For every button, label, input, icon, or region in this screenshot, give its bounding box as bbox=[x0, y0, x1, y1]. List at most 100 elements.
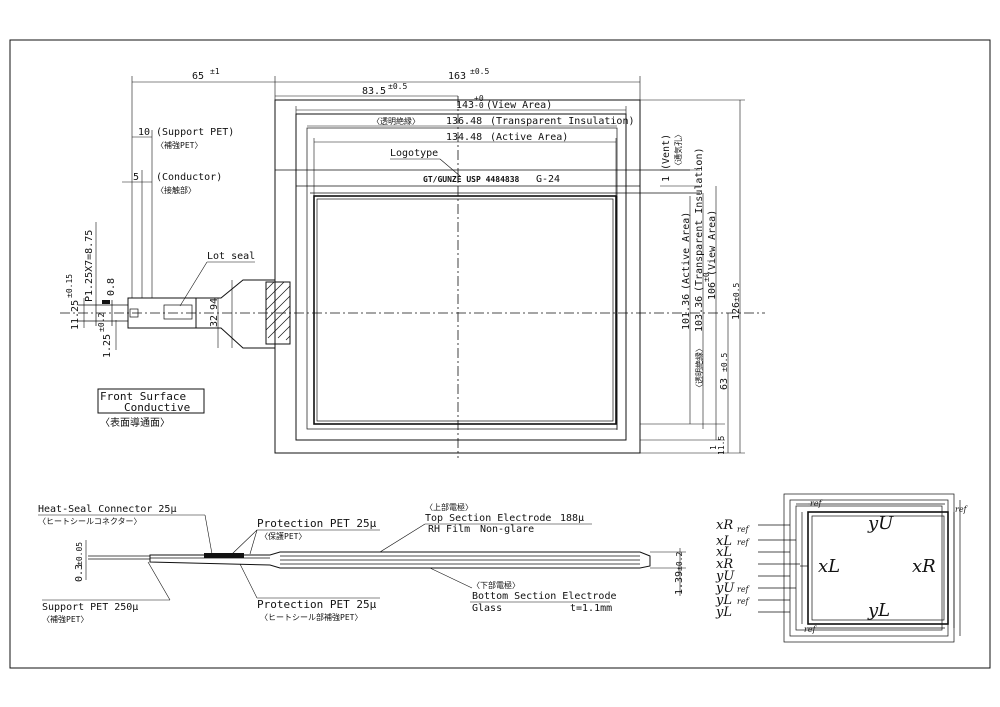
vent-jp: 〈通気孔〉 bbox=[673, 130, 683, 170]
dim-transparent-v-label: (Transparent Insulation) bbox=[694, 148, 705, 293]
dim-10-value: 10 bbox=[138, 127, 150, 138]
pin-2-sub: ref bbox=[737, 538, 751, 547]
top-electrode-jp: 〈上部電極〉 bbox=[425, 502, 473, 512]
fpc-tail bbox=[195, 279, 275, 349]
section-profile bbox=[149, 551, 651, 569]
lot-seal-box bbox=[163, 304, 193, 320]
section-support-pet-label: Support PET 250μ bbox=[42, 602, 138, 613]
dim-136-48-value: 136.48 bbox=[446, 116, 482, 127]
dim-1-25: 1.25 bbox=[102, 334, 113, 358]
front-surface-line1: Front Surface bbox=[100, 390, 186, 403]
dim-1-39: 1.39 bbox=[674, 571, 685, 595]
dim-5-value: 5 bbox=[133, 172, 139, 183]
front-surface-jp: 〈表面導通面〉 bbox=[100, 416, 170, 429]
glass-thk: t=1.1mm bbox=[570, 603, 612, 614]
top-electrode-thk: 188μ bbox=[560, 513, 584, 524]
pinout-yU: yU bbox=[867, 513, 894, 534]
pin-2-name: xL bbox=[716, 534, 732, 549]
glass-label: Glass bbox=[472, 603, 502, 614]
dim-83-5-tol: ±0.5 bbox=[388, 82, 407, 91]
dim-0-3-tol: ±0.05 bbox=[75, 542, 84, 566]
dim-65-value: 65 bbox=[192, 71, 204, 82]
dim-active-area-v-label: (Active Area) bbox=[681, 212, 692, 290]
support-pet-jp: 〈補強PET〉 bbox=[156, 140, 202, 150]
dim-view-area-label: (View Area) bbox=[486, 100, 552, 111]
heat-seal-layer bbox=[204, 553, 244, 558]
dim-11-25-tol: ±0.15 bbox=[65, 274, 74, 298]
dim-0-3: 0.3 bbox=[74, 564, 85, 582]
bottom-electrode-jp: 〈下部電極〉 bbox=[472, 580, 520, 590]
pin-5-name: yU bbox=[715, 569, 735, 584]
sheet-border bbox=[9, 39, 991, 669]
dim-101-36-value: 101.36 bbox=[681, 294, 692, 330]
pitch-dim: P1.25X7=8.75 bbox=[84, 230, 95, 302]
dim-32: 32 bbox=[209, 315, 220, 327]
support-pet-label: (Support PET) bbox=[156, 127, 234, 138]
heat-seal-jp: 〈ヒートシールコネクター〉 bbox=[38, 517, 142, 526]
logo-text: GT/GUNZE USP 4484838 bbox=[423, 175, 520, 184]
front-surface-line2: Conductive bbox=[124, 401, 190, 414]
heat-seal-label: Heat-Seal Connector 25μ bbox=[38, 504, 176, 515]
active-area-outline bbox=[313, 195, 617, 425]
conductor-label: (Conductor) bbox=[156, 172, 222, 183]
dim-126-tol: ±0.5 bbox=[732, 283, 741, 302]
protection-bottom-jp: 〈ヒートシール部補強PET〉 bbox=[260, 612, 362, 622]
non-glare-label: Non-glare bbox=[480, 524, 534, 535]
logo-code: G-24 bbox=[536, 174, 560, 185]
dim-83-5-value: 83.5 bbox=[362, 86, 386, 97]
front-surface-box bbox=[97, 388, 205, 414]
dim-63-value: 63 bbox=[719, 378, 730, 390]
vent-dim: 1 bbox=[661, 176, 672, 182]
pin-8-name: yL bbox=[715, 605, 732, 620]
pinout-ref-3: ref bbox=[804, 625, 818, 634]
rh-film-label: RH Film bbox=[428, 524, 470, 535]
dim-1-25-tol: ±0.2 bbox=[97, 313, 106, 332]
view-area-outline bbox=[295, 113, 627, 441]
dim-view-area-v-label: (View Area) bbox=[707, 210, 718, 276]
logotype-label: Logotype bbox=[390, 148, 438, 159]
dim-94: 94 bbox=[209, 298, 220, 310]
dim-134-48-value: 134.48 bbox=[446, 132, 482, 143]
dim-106-tol: ±0 bbox=[702, 272, 711, 282]
dim-163-value: 163 bbox=[448, 71, 466, 82]
pin-list: xR ref xL ref xL xR yU yU ref yL ref yL bbox=[715, 518, 751, 620]
dim-103-36-value: 103.36 bbox=[694, 296, 705, 332]
bottom-electrode-label: Bottom Section Electrode bbox=[472, 591, 617, 602]
pinout-yL: yL bbox=[867, 600, 890, 621]
top-electrode-label: Top Section Electrode bbox=[425, 513, 551, 524]
dim-0-8: 0.8 bbox=[106, 278, 117, 296]
dim-106-value: 106 bbox=[707, 282, 718, 300]
pin-6-name: yU bbox=[715, 581, 735, 596]
pin-1-name: xR bbox=[716, 518, 733, 533]
section-view: Heat-Seal Connector 25μ 〈ヒートシールコネクター〉 Pr… bbox=[38, 502, 686, 624]
vent-label: (Vent) bbox=[661, 134, 672, 170]
conductor-jp: 〈接触部〉 bbox=[156, 185, 196, 195]
dim-transparent-v-jp: 〈透明絶縁〉 bbox=[694, 344, 704, 392]
pin-6-sub: ref bbox=[737, 585, 751, 594]
heat-seal-pad bbox=[265, 281, 291, 345]
transparent-insulation-outline bbox=[306, 127, 618, 430]
pinout-ref-2: ref bbox=[955, 505, 969, 514]
dim-63-tol: ±0.5 bbox=[720, 353, 729, 372]
active-area-inner bbox=[316, 198, 614, 422]
pinout-xR: xR bbox=[912, 556, 936, 577]
pinout-diagram: xR ref xL ref xL xR yU yU ref yL ref yL bbox=[715, 493, 969, 643]
lot-seal-label: Lot seal bbox=[207, 251, 255, 262]
protection-top-jp: 〈保護PET〉 bbox=[260, 531, 306, 541]
dim-active-area-label: (Active Area) bbox=[490, 132, 568, 143]
dim-1-39-tol: ±0.2 bbox=[675, 552, 684, 571]
pin-1-sub: ref bbox=[737, 525, 751, 534]
pin-4-name: xR bbox=[716, 557, 733, 572]
dim-transparent-jp: 〈透明絶縁〉 bbox=[372, 116, 420, 126]
pinout-active bbox=[807, 511, 949, 625]
pin-7-sub: ref bbox=[737, 597, 751, 606]
dim-163-tol: ±0.5 bbox=[470, 67, 489, 76]
pinout-ref-1: ref bbox=[810, 499, 824, 508]
dim-11-25: 11.25 bbox=[70, 300, 81, 330]
dim-1-value: 1 bbox=[709, 445, 718, 450]
dim-143-value: 143 bbox=[456, 100, 474, 111]
pin-3-name: xL bbox=[716, 545, 732, 560]
dim-143-tol-up: +0 bbox=[474, 94, 484, 103]
dim-transparent-label: (Transparent Insulation) bbox=[490, 116, 635, 127]
